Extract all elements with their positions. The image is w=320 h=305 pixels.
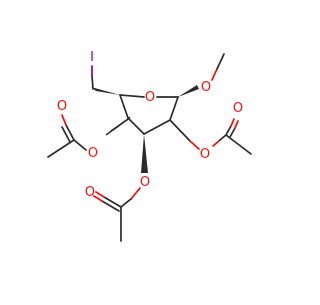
bond-o2-co: [219, 134, 227, 141]
iodine-label: I: [90, 50, 94, 65]
wedge-c5-ch2: [91, 87, 120, 95]
ring-oxygen-label: O: [145, 90, 155, 105]
bond-o-methyl-red: [211, 68, 218, 81]
bond-c-carbonyl-2-dbl-red: [234, 120, 239, 129]
carbonyl-oxygen-c4-label: O: [57, 99, 67, 114]
bond-c-carbonyl-2: [225, 125, 232, 136]
carbonyl-oxygen-c3-label: O: [85, 185, 95, 200]
bond-o3-co: [120, 198, 132, 208]
bond-c2-o-red: [189, 140, 200, 150]
bond-c-carbonyl-4-dbl: [61, 126, 71, 143]
ester-oxygen-c2-label: O: [200, 147, 210, 162]
bond-ring-o-c5: [119, 94, 145, 98]
bond-c3-c2: [143, 119, 171, 135]
bond-c-carbonyl-3: [103, 196, 122, 208]
ester-oxygen-c3-label: O: [140, 175, 150, 190]
bond-c-carbonyl-4: [65, 124, 75, 141]
methoxy-oxygen-label: O: [201, 80, 211, 95]
wedge-c1-o: [178, 85, 199, 97]
ester-oxygen-c4-label: O: [88, 146, 98, 161]
bond-c2-c1: [169, 96, 179, 121]
bond-o2-co-red: [212, 139, 221, 147]
molecule-diagram: O O I O O O O O O: [47, 50, 252, 242]
carbonyl-oxygen-c2-label: O: [233, 101, 243, 116]
bond-c-carbonyl-4-red: [61, 114, 67, 126]
bond-c-carbonyl-3-red: [95, 191, 105, 198]
hash-c4-o: [105, 116, 131, 136]
bond-c2-o: [169, 119, 191, 142]
bond-c-carbonyl-2-red: [230, 118, 235, 127]
bond-c-carbonyl-2-dbl: [229, 127, 236, 138]
bond-o-methyl: [216, 53, 225, 70]
bond-c4-c3: [127, 117, 145, 135]
bond-c5-c4: [119, 94, 129, 119]
bond-c-carbonyl-3-dbl-red: [93, 195, 103, 202]
bond-c-carbonyl-3-dbl: [101, 200, 120, 212]
bond-ch2-i-dark: [91, 75, 94, 90]
bond-c4-methyl: [47, 139, 75, 158]
bond-o3-co-red: [130, 187, 141, 200]
bond-o4-co: [73, 139, 87, 151]
bond-c2-methyl: [225, 134, 252, 155]
structure-svg: O O I O O O O O O: [47, 50, 252, 242]
wedge-c3-o: [141, 134, 148, 173]
